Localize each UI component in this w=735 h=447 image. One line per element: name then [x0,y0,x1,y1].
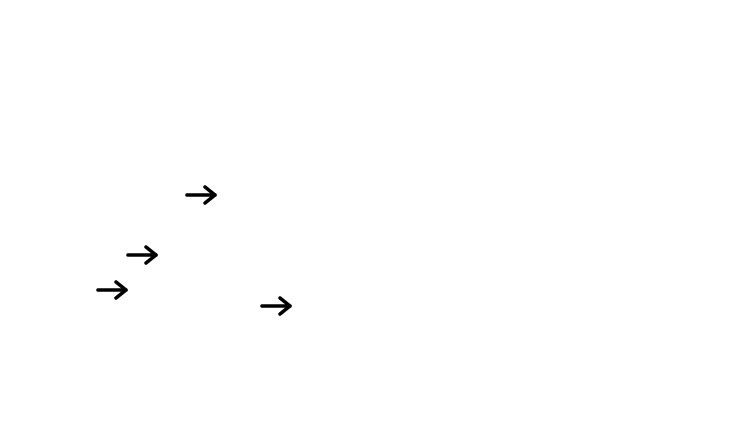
right-arrow-icon [126,244,160,266]
right-arrow-icon-graphic [126,245,158,265]
right-arrow-icon [185,184,219,206]
right-arrow-icon-graphic [260,296,292,316]
right-arrow-icon [96,279,130,301]
right-arrow-icon-graphic [96,280,128,300]
right-arrow-icon [260,295,294,317]
right-arrow-icon-graphic [185,185,217,205]
